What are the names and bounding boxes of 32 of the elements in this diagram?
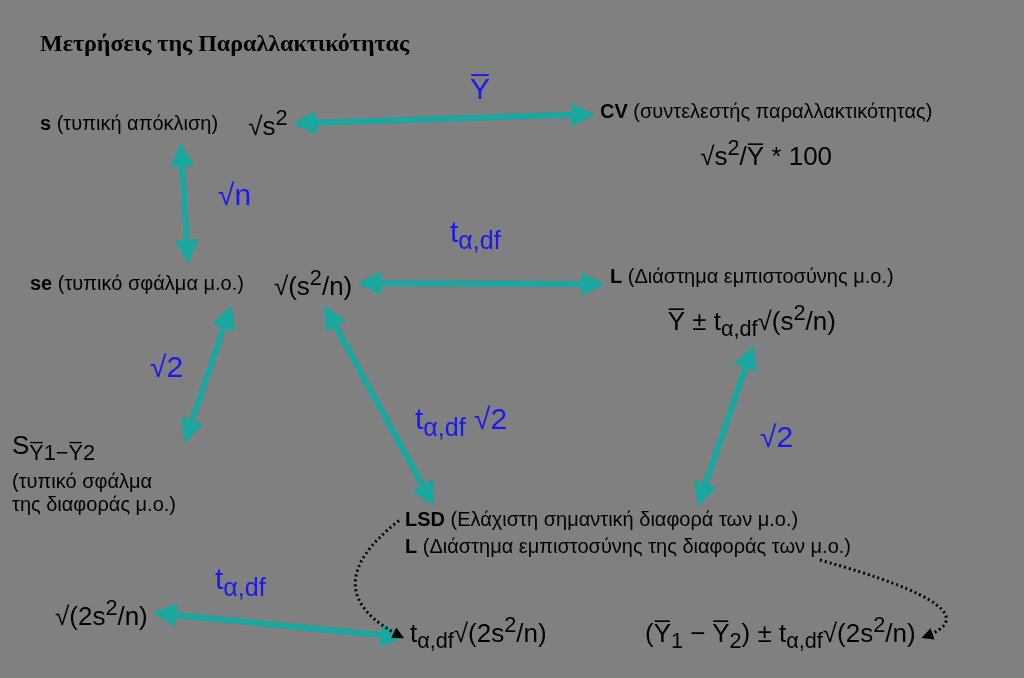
description-text: (τυπικό σφάλμα της διαφοράς μ.ο.) — [12, 470, 177, 517]
term-label: LSD (Ελάχιστη σημαντική διαφορά των μ.ο.) — [405, 508, 799, 531]
double-arrow — [153, 603, 405, 648]
term-label: s (τυπική απόκλιση) — [40, 111, 219, 135]
formula: √s$^{2}$ — [248, 105, 288, 142]
dotted-arrow — [353, 519, 405, 639]
formula: (Y̅$_{1}$ − Y̅$_{2}$) ± t$_{α,df}$√(2s$^{2}$/n) — [645, 612, 916, 654]
term-label: L (Διάστημα εμπιστοσύνης μ.ο.) — [610, 265, 894, 288]
formula: √s$^{2}$/Y̅ * 100 — [700, 135, 833, 172]
dotted-arrow — [819, 558, 948, 639]
formula: √(s$^{2}$/n) — [273, 265, 353, 302]
double-arrow — [694, 345, 757, 507]
edge-label: Y̅ — [470, 72, 490, 106]
double-arrow — [323, 305, 435, 507]
double-arrow — [357, 271, 605, 297]
edge-label: t$_{α,df}$ — [215, 562, 266, 602]
double-arrow — [170, 142, 199, 264]
double-arrow — [180, 305, 235, 444]
title: Μετρήσεις της Παραλλακτικότητας — [40, 30, 410, 57]
double-arrow — [292, 102, 595, 135]
edge-label: √2 — [760, 420, 794, 454]
formula: √(2s$^{2}$/n) — [55, 595, 148, 632]
term-label: se (τυπικό σφάλμα μ.ο.) — [30, 271, 244, 295]
formula: t$_{α,df}$√(2s$^{2}$/n) — [410, 612, 547, 654]
term-label: CV (συντελεστής παραλλακτικότητας) — [600, 100, 933, 123]
symbol-label: S$_{Y̅1−Y̅2}$ — [12, 430, 95, 467]
edge-label: t$_{α,df}$ √2 — [415, 402, 508, 442]
term-label: L (Διάστημα εμπιστοσύνης της διαφοράς των μ.ο.) — [405, 535, 851, 558]
edge-label: √2 — [150, 350, 184, 384]
formula: Y̅ ± t$_{α,df}$√(s$^{2}$/n) — [667, 300, 836, 342]
edge-label: t$_{α,df}$ — [450, 215, 501, 255]
edge-label: √n — [218, 178, 252, 212]
